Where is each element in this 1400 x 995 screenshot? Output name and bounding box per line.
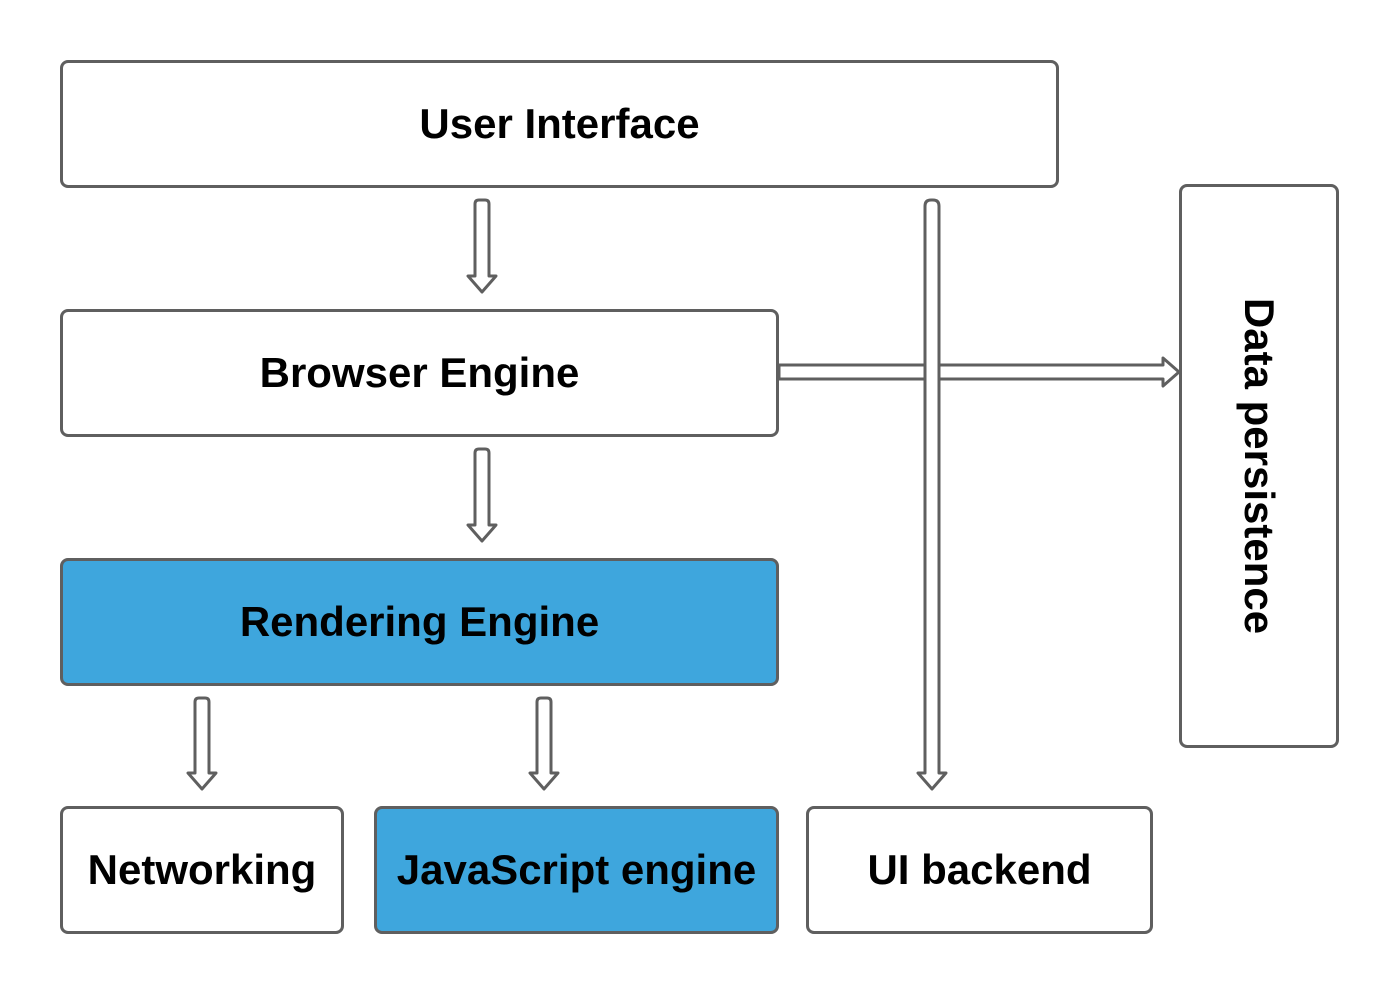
browser-engine-label: Browser Engine <box>259 349 580 396</box>
arrow-ui-to-ui-backend <box>916 198 948 791</box>
rendering-engine-label: Rendering Engine <box>239 598 600 645</box>
user-interface-box: User Interface <box>60 60 1059 188</box>
arrow-ui-to-browser-engine <box>466 198 498 294</box>
networking-label: Networking <box>87 846 317 893</box>
arrow-rendering-to-javascript-engine <box>528 696 560 791</box>
arrow-rendering-to-networking <box>186 696 218 791</box>
browser-engine-box: Browser Engine <box>60 309 779 437</box>
javascript-engine-box: JavaScript engine <box>374 806 779 934</box>
ui-backend-box: UI backend <box>806 806 1153 934</box>
arrow-browser-to-data-persistence <box>777 356 1181 388</box>
javascript-engine-label: JavaScript engine <box>396 846 757 893</box>
ui-backend-label: UI backend <box>867 846 1092 893</box>
data-persistence-box: Data persistence <box>1179 184 1339 748</box>
user-interface-label: User Interface <box>419 100 700 147</box>
arrow-browser-to-rendering-engine <box>466 447 498 543</box>
rendering-engine-box: Rendering Engine <box>60 558 779 686</box>
networking-box: Networking <box>60 806 344 934</box>
data-persistence-label: Data persistence <box>1236 297 1284 635</box>
